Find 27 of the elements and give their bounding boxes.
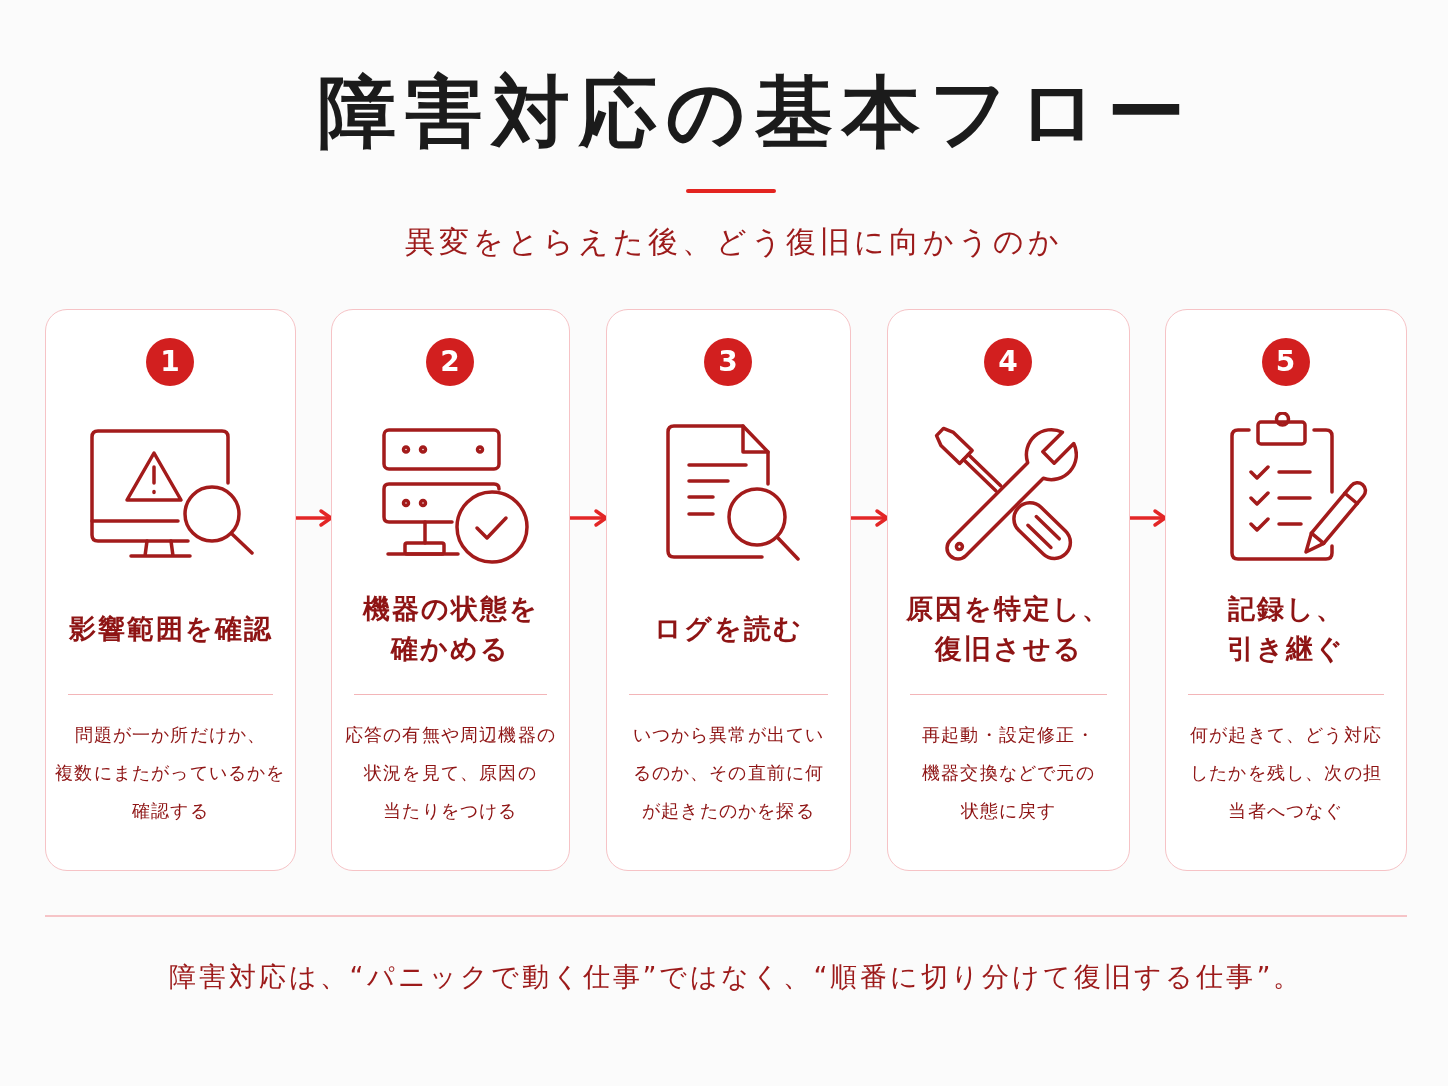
step-title: 記録し、引き継ぐ — [1226, 591, 1346, 666]
step-card — [887, 309, 1130, 871]
step-description: 応答の有無や周辺機器の状況を見て、原因の当たりをつける — [343, 722, 558, 823]
step-description: 何が起きて、どう対応したかを残し、次の担当者へつなぐ — [1189, 722, 1383, 823]
step-description: いつから異常が出ているのか、その直前に何が起きたのかを探る — [631, 722, 826, 823]
step-card — [1165, 309, 1407, 871]
title: 障害対応の基本フロー — [318, 70, 1194, 156]
number-badge: 3 — [704, 337, 752, 386]
arrow — [851, 509, 889, 527]
step-card — [45, 309, 296, 871]
step-card — [606, 309, 851, 871]
step-title: 機器の状態を確かめる — [361, 591, 540, 666]
subtitle: 異変をとらえた後、どう復旧に向かうのか — [405, 224, 1063, 260]
step-description: 問題が一か所だけか、複数にまたがっているかを確認する — [54, 722, 287, 823]
step-description: 再起動・設定修正・機器交換などで元の状態に戻す — [921, 722, 1096, 823]
caption: 障害対応は、“パニックで動く仕事”ではなく、“順番に切り分けて復旧する仕事”。 — [168, 960, 1304, 994]
step-title: 影響範囲を確認 — [68, 611, 273, 646]
step-card — [331, 309, 570, 871]
number-badge: 1 — [146, 337, 194, 386]
step-title: ログを読む — [654, 611, 803, 646]
arrow — [570, 509, 608, 527]
arrow — [1130, 509, 1167, 527]
number-badge: 2 — [426, 337, 474, 386]
number-badge: 5 — [1261, 337, 1310, 386]
number-badge: 4 — [984, 337, 1032, 386]
step-title: 原因を特定し、復旧させる — [905, 591, 1112, 666]
arrow — [296, 509, 333, 527]
